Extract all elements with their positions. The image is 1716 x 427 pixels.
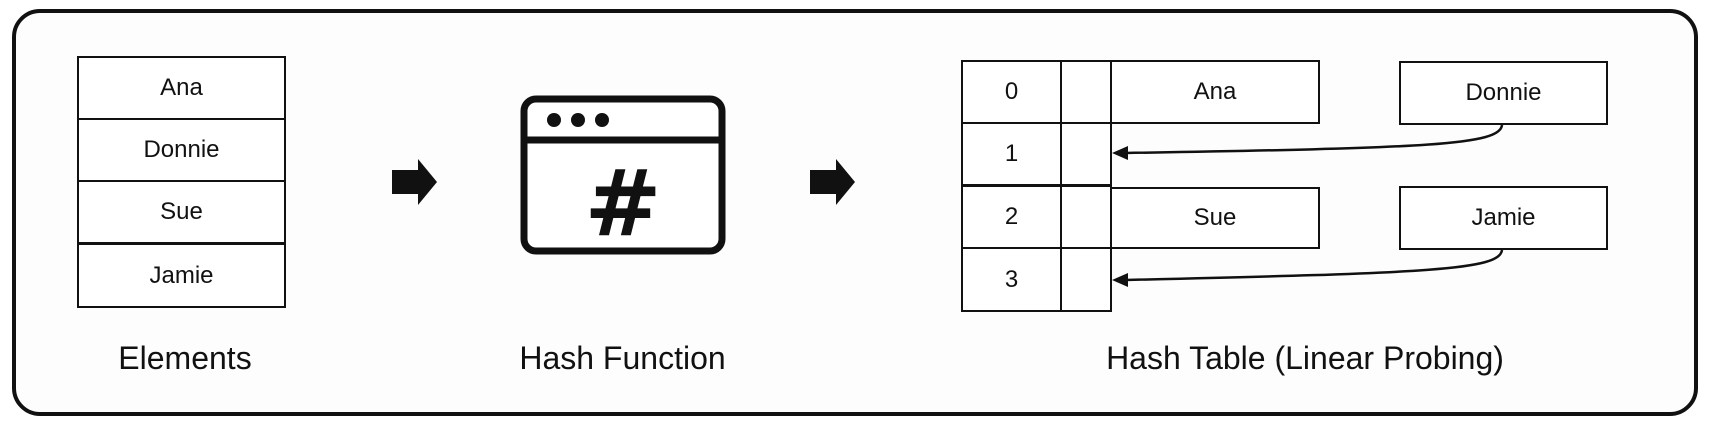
hash-pointer-cell	[1060, 247, 1112, 312]
probe-arrow	[1112, 124, 1504, 160]
hash-index-cell: 0	[961, 60, 1062, 124]
hash-pointer-cell	[1060, 185, 1112, 249]
hash-pointer-cell	[1060, 122, 1112, 186]
right-arrow-icon	[392, 159, 437, 205]
element-item: Ana	[77, 56, 286, 120]
hash-value-cell: Ana	[1110, 60, 1320, 124]
hash-value-cell: Sue	[1110, 187, 1320, 249]
overflow-cell: Jamie	[1399, 186, 1608, 250]
element-item: Jamie	[77, 243, 286, 308]
elements-caption: Elements	[118, 340, 252, 376]
probe-arrow	[1112, 249, 1504, 287]
hash-index-cell: 2	[961, 185, 1062, 249]
element-item: Donnie	[77, 118, 286, 182]
overflow-cell: Donnie	[1399, 61, 1608, 125]
hash-function-caption: Hash Function	[519, 340, 726, 376]
hash-index-cell: 3	[961, 247, 1062, 312]
hash-symbol: #	[584, 150, 661, 257]
right-arrow-icon	[810, 159, 855, 205]
hash-table-caption: Hash Table (Linear Probing)	[1106, 340, 1504, 376]
